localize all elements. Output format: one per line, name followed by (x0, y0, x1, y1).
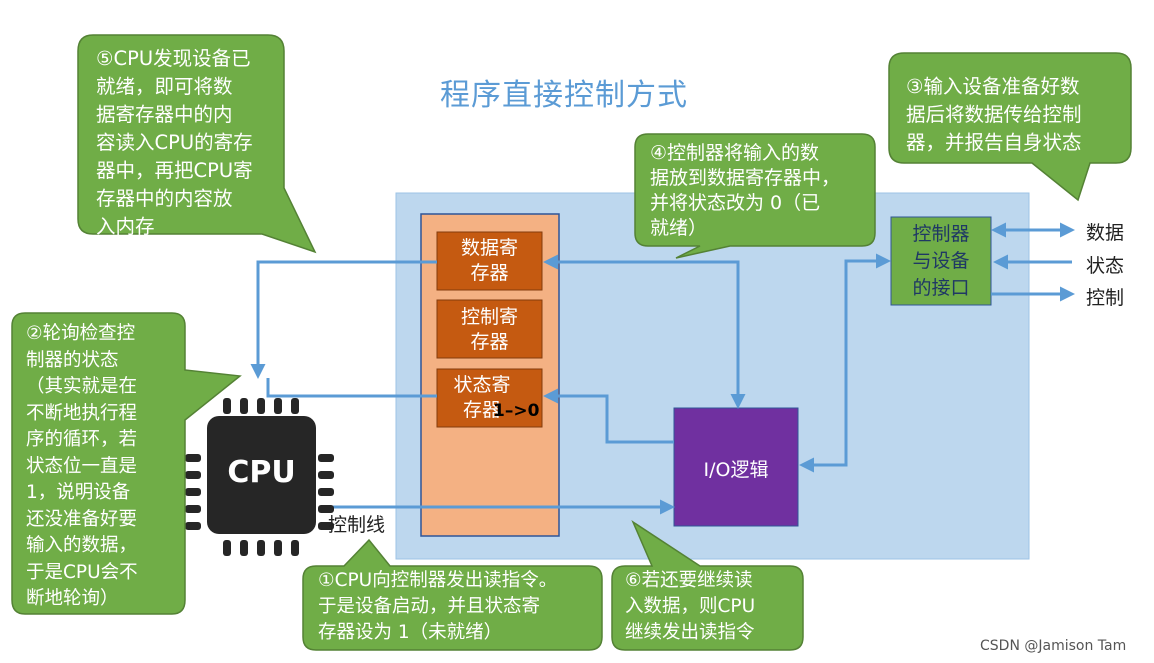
status-change-label: 1–>0 (493, 401, 540, 421)
cpu-body (207, 416, 316, 534)
control-register (436, 299, 543, 359)
connection-arrows (250, 222, 1075, 515)
callout-3-text: ③输入设备准备好数 据后将数据传给控制 器，并报告自身状态 (906, 75, 1082, 154)
callout-5-text: ⑤CPU发现设备已 就绪，即可将数 据寄存器中的内 容读入CPU的寄存 器中，再… (96, 47, 253, 238)
callout-1-text: ①CPU向控制器发出读指令。 于是设备启动，并且状态寄 存器设为 1（未就绪） (318, 570, 558, 643)
status-register (436, 368, 543, 428)
data-register-label: 数据寄 存器 (460, 237, 518, 284)
io-to-data-register-arrow (543, 254, 746, 409)
callout-4-shape (634, 133, 876, 259)
control-side-label: 控制 (1086, 287, 1125, 309)
status-register-to-cpu-arrow (266, 378, 437, 398)
io-logic (673, 407, 799, 527)
diagram-title: 程序直接控制方式 (440, 78, 688, 113)
callout-5-shape (77, 34, 317, 254)
status-side-label: 状态 (1086, 255, 1125, 277)
device-interface (890, 216, 992, 306)
control-line-label: 控制线 (328, 514, 386, 536)
cpu-label: CPU (227, 455, 296, 490)
callout-shapes (11, 34, 1132, 651)
status-register-label: 状态寄 存器 (453, 374, 511, 421)
callout-4-text: ④控制器将输入的数 据放到数据寄存器中， 并将状态改为 0（已 就绪） (650, 142, 841, 239)
data-register (436, 231, 543, 291)
control-register-label: 控制寄 存器 (460, 306, 518, 353)
data-register-to-cpu-arrow (250, 260, 437, 379)
io-to-interface-arrow (799, 253, 891, 473)
device-interface-label: 控制器 与设备 的接口 (912, 223, 970, 299)
data-side-label: 数据 (1086, 222, 1125, 244)
callout-6-text: ⑥若还要继续读 入数据，则CPU 继续发出读指令 (625, 570, 756, 643)
io-to-status-register-arrow (543, 388, 674, 444)
callout-1-shape (302, 538, 603, 651)
io-logic-label: I/O逻辑 (703, 459, 769, 481)
cpu-chip (185, 398, 334, 556)
callout-2-text: ②轮询检查控 制器的状态 （其实就是在 不断地执行程 序的循环，若 状态位一直是… (26, 323, 138, 609)
watermark: CSDN @Jamison Tam (980, 638, 1127, 654)
callout-2-shape (11, 312, 242, 615)
callout-6-shape (611, 519, 804, 651)
cpu-pins (185, 398, 334, 556)
callout-3-shape (888, 52, 1132, 202)
